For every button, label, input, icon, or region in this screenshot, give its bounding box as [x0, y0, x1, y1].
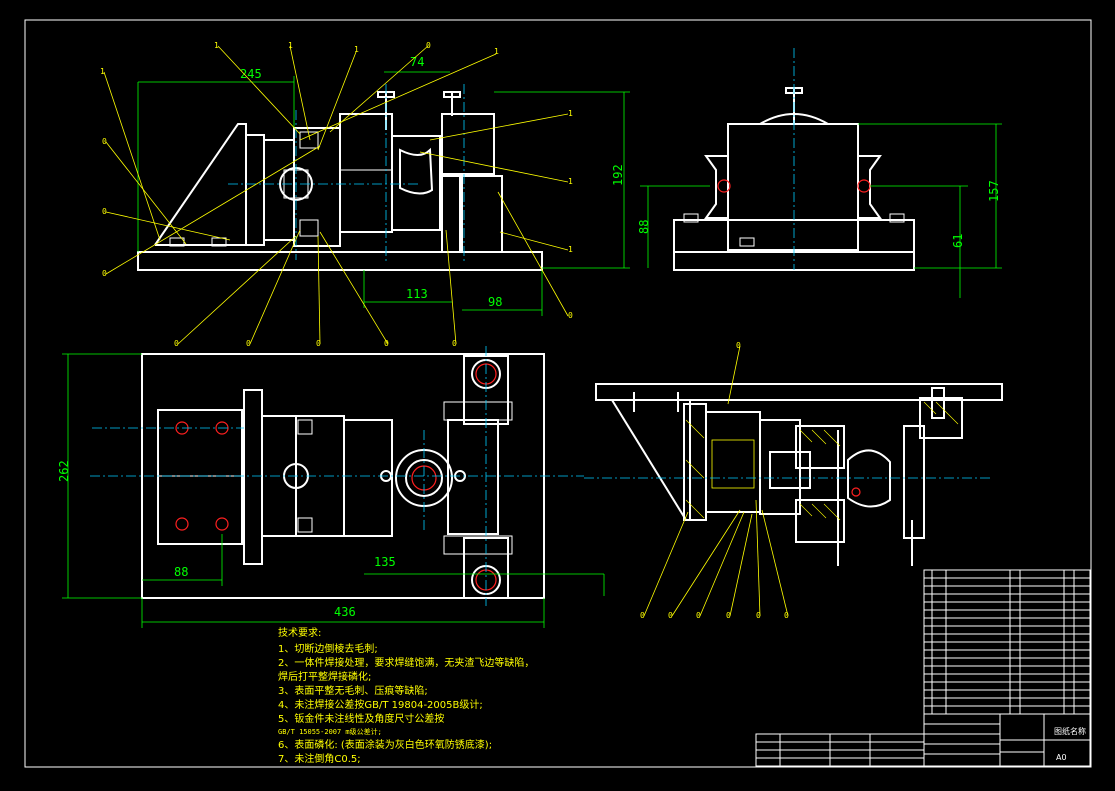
balloon-bottom-3: 0	[316, 339, 321, 348]
note-line-3: 焊后打平整焊接磷化;	[278, 670, 371, 683]
balloon-top-3: 1	[354, 45, 359, 54]
balloon-right-2: 1	[568, 177, 573, 186]
side-view-dimensions: 157 88 61	[637, 123, 1002, 298]
note-line-2: 2、一体件焊接处理，要求焊缝饱满，无夹渣飞边等缺陷，	[278, 656, 534, 669]
note-line-6: 5、钣金件未注线性及角度尺寸公差按	[278, 712, 444, 725]
parts-list	[923, 569, 1091, 715]
plan-view	[90, 346, 584, 606]
section-balloon-2: 0	[668, 611, 673, 620]
balloon-top-5: 1	[494, 47, 499, 56]
dim-61: 61	[951, 234, 965, 248]
front-view-leaders: 1 1 1 0 1 1 0 0 0 1 1 1 0 0 0 0 0 0	[100, 41, 573, 348]
dim-135: 135	[374, 555, 396, 569]
balloon-left-3: 0	[102, 207, 107, 216]
dim-245: 245	[240, 67, 262, 81]
sheet-size: A0	[1056, 753, 1067, 762]
section-balloon-3: 0	[696, 611, 701, 620]
section-balloon-top: 0	[736, 341, 741, 350]
balloon-left-1: 1	[100, 67, 105, 76]
drawing-border	[24, 19, 1092, 768]
section-view	[584, 383, 1003, 566]
balloon-bottom-1: 0	[174, 339, 179, 348]
title-block: 图纸名称 A0	[755, 713, 1091, 767]
front-view	[137, 84, 543, 271]
notes-title: 技术要求:	[278, 626, 321, 639]
note-line-4: 3、表面平整无毛刺、压痕等缺陷;	[278, 684, 428, 697]
dim-192: 192	[611, 164, 625, 186]
note-line-7: GB/T 15055-2007 m级公差计;	[278, 727, 382, 736]
section-balloon-5: 0	[756, 611, 761, 620]
note-line-1: 1、切断边倒棱去毛刺;	[278, 642, 378, 655]
dim-88-side: 88	[637, 220, 651, 234]
section-balloon-4: 0	[726, 611, 731, 620]
dim-74: 74	[410, 55, 424, 69]
front-view-dimensions: 245 74 192 113 98	[137, 55, 630, 316]
balloon-left-2: 0	[102, 137, 107, 146]
balloon-right-4: 0	[568, 311, 573, 320]
section-balloon-6: 0	[784, 611, 789, 620]
dim-436: 436	[334, 605, 356, 619]
balloon-bottom-5: 0	[452, 339, 457, 348]
dim-98: 98	[488, 295, 502, 309]
plan-view-dimensions: 262 88 135 436	[57, 353, 605, 628]
note-line-8: 6、表面磷化: (表面涂装为灰白色环氧防锈底漆);	[278, 738, 492, 751]
dim-157: 157	[987, 180, 1001, 202]
drawing-name: 图纸名称	[1054, 726, 1086, 736]
section-balloon-1: 0	[640, 611, 645, 620]
balloon-bottom-4: 0	[384, 339, 389, 348]
dim-88-plan: 88	[174, 565, 188, 579]
parts-list-rows	[924, 577, 1090, 707]
balloon-top-2: 1	[288, 41, 293, 50]
section-view-leaders: 0 0 0 0 0 0 0	[640, 341, 789, 620]
balloon-top-1: 1	[214, 41, 219, 50]
balloon-bottom-2: 0	[246, 339, 251, 348]
balloon-right-3: 1	[568, 245, 573, 254]
balloon-left-4: 0	[102, 269, 107, 278]
note-line-9: 7、未注倒角C0.5;	[278, 752, 361, 765]
balloon-right-1: 1	[568, 109, 573, 118]
note-line-5: 4、未注焊接公差按GB/T 19804-2005B级计;	[278, 698, 483, 711]
dim-262: 262	[57, 460, 71, 482]
balloon-top-4: 0	[426, 41, 431, 50]
technical-requirements: 技术要求: 1、切断边倒棱去毛刺; 2、一体件焊接处理，要求焊缝饱满，无夹渣飞边…	[278, 626, 534, 765]
side-view	[673, 48, 915, 271]
dim-113: 113	[406, 287, 428, 301]
